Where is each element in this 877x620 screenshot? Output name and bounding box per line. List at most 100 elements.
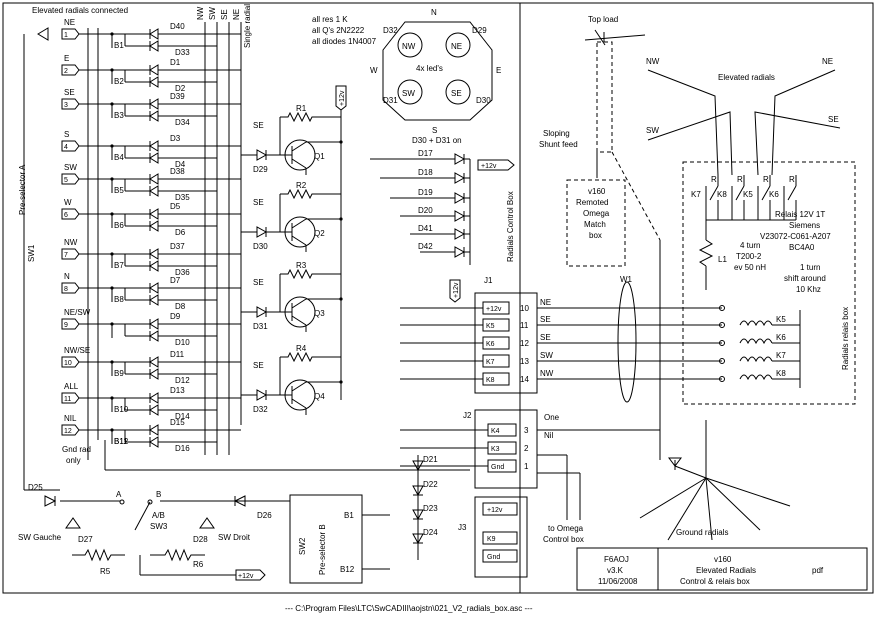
switch-12v-flag	[235, 569, 266, 581]
to-omega-line1: to Omega	[548, 524, 584, 533]
relay-k-label: K8	[717, 190, 727, 199]
diode-label: D37	[170, 242, 185, 251]
antenna-section: Top load Sloping Shunt feed v160 Remoted…	[539, 15, 841, 541]
stack-diode-label: D20	[418, 206, 433, 215]
col-label-sw: SW	[208, 7, 217, 20]
j3-label: J3	[458, 523, 467, 532]
relay-contact: RK8	[717, 175, 745, 220]
compass-d31: D31	[383, 96, 398, 105]
diode-label: D16	[175, 444, 190, 453]
j1-pin-number: 11	[520, 321, 529, 330]
compass-e: E	[496, 66, 501, 75]
input-pin-number: 3	[64, 102, 68, 109]
j2-output-label: One	[544, 413, 560, 422]
input-pin-number: 8	[64, 286, 68, 293]
transistor-label: Q3	[314, 309, 325, 318]
lower-diode: D24	[412, 528, 438, 545]
input-direction-label: W	[64, 198, 72, 207]
file-path-footer: --- C:\Program Files\LTC\SwCADIII\aojstn…	[285, 604, 533, 613]
input-pin-number: 10	[64, 360, 72, 367]
title-pdf: pdf	[812, 566, 824, 575]
se-label: SE	[253, 198, 264, 207]
relay-coil-label: K5	[776, 315, 786, 324]
j2-pin-number: 1	[524, 462, 529, 471]
diode-label: D2	[175, 84, 186, 93]
col-label-ne: NE	[232, 9, 241, 20]
diode-label: D5	[170, 202, 181, 211]
j1-row-label: K7	[486, 359, 495, 366]
stack-diode: D20	[400, 206, 470, 222]
pre-selector-b: SW2 Pre-selector B B1 B12	[289, 494, 390, 584]
diode-label: D6	[175, 228, 186, 237]
input-pin-flag	[61, 392, 80, 404]
stack-diode: D41	[410, 224, 470, 240]
input-pin-flag	[61, 98, 80, 110]
input-pin-flag	[61, 424, 80, 436]
lower-diode: D23	[412, 504, 438, 521]
input-direction-label: SW	[64, 163, 77, 172]
relay-contact: RK5	[743, 175, 771, 220]
stack-diode: D18	[380, 168, 470, 184]
sw-gauche-label: SW Gauche	[18, 533, 62, 542]
relay-contact-label: B2	[114, 77, 124, 86]
title-project: v160	[714, 555, 732, 564]
pre-selector-a-symbol	[37, 27, 49, 41]
input-pin-number: 5	[64, 177, 68, 184]
lower-diode-label: D24	[423, 528, 438, 537]
compass-d29: D29	[472, 26, 487, 35]
resistor-label: R1	[296, 104, 307, 113]
j2-row-label: K4	[491, 428, 500, 435]
relay-k-label: K7	[691, 190, 701, 199]
j1-row-label: K6	[486, 341, 495, 348]
gnd-rad-only-line1: Gnd rad	[62, 445, 91, 454]
relay-contact: RK6	[769, 175, 797, 220]
compass-leds: 4x led's	[416, 64, 443, 73]
title-date: 11/06/2008	[598, 577, 638, 586]
j3-row: +12v	[482, 502, 518, 516]
relay-r-label: R	[711, 175, 717, 184]
relay-k-label: K5	[743, 190, 753, 199]
relay-contact-label: B6	[114, 221, 124, 230]
input-direction-label: E	[64, 54, 69, 63]
coil-note-3: ev 50 nH	[734, 263, 766, 272]
compass-d30: D30	[476, 96, 491, 105]
plus12v-output-flag	[477, 159, 515, 171]
input-pin-flag	[61, 282, 80, 294]
match-box-line3: Omega	[583, 209, 610, 218]
diode-label: D13	[170, 386, 185, 395]
relay-coil: K6	[739, 333, 800, 345]
input-pin-flag	[61, 28, 80, 40]
lower-diode: D22	[412, 480, 438, 497]
j1-output-label: SW	[540, 351, 553, 360]
relay-coil-label: K6	[776, 333, 786, 342]
input-pin-flag	[61, 356, 80, 368]
ab-label: A/B	[152, 511, 165, 520]
ground-radials-label: Ground radials	[676, 528, 728, 537]
title-desc-1: Elevated Radials	[696, 566, 756, 575]
input-pin-number: 4	[64, 144, 68, 151]
shift-note-1: 1 turn	[800, 263, 820, 272]
input-pin-flag	[61, 173, 80, 185]
diode-label: D10	[175, 338, 190, 347]
relays-box: Radials relais box Relais 12V 1T Siemens…	[682, 161, 856, 405]
se-label: SE	[253, 278, 264, 287]
gnd-rad-only-line2: only	[66, 456, 81, 465]
col-label-se: SE	[220, 9, 229, 20]
match-box-line4: Match	[584, 220, 606, 229]
match-box	[566, 179, 626, 267]
lower-diode-label: D23	[423, 504, 438, 513]
input-pin-number: 2	[64, 68, 68, 75]
sw2-label: SW2	[298, 537, 307, 555]
